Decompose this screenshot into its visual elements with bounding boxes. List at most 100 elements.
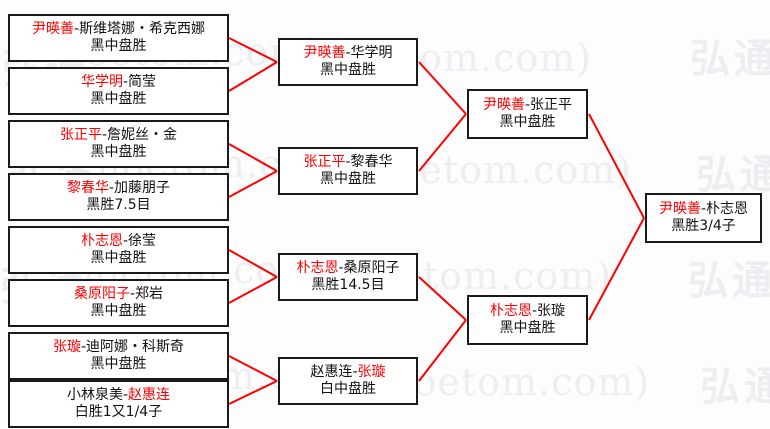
watermark-text: 弘通 [690,35,770,82]
player-separator: - [122,74,129,91]
connector-line [418,319,467,382]
match-result: 黑中盘胜 [90,91,147,107]
player-separator: - [80,339,87,356]
match-box-round-1-1[interactable]: 尹暎善-斯维塔娜・希克西娜黑中盘胜 [8,14,229,62]
match-players: 朴志恩-张璇 [490,303,565,320]
player-left: 张正平 [59,127,102,144]
player-right: 赵惠连 [128,387,171,404]
player-left: 赵惠连 [310,364,353,381]
player-separator: - [122,387,129,404]
player-left: 朴志恩 [296,260,339,277]
player-right: 张璇 [357,364,386,381]
player-separator: - [531,303,538,320]
player-left: 黎春华 [66,180,109,197]
match-players: 张正平-黎春华 [303,154,392,171]
player-right: 简莹 [128,74,157,91]
match-players: 尹暎善-华学明 [303,45,392,62]
match-result: 黑胜14.5目 [311,277,385,293]
match-box-round-1-5[interactable]: 朴志恩-徐莹黑中盘胜 [8,226,229,274]
player-right: 迪阿娜・科斯奇 [86,339,185,356]
player-separator: - [108,180,115,197]
match-box-round-2-3[interactable]: 朴志恩-桑原阳子黑胜14.5目 [278,253,418,301]
connector-line [228,355,278,382]
match-players: 小林泉美-赵惠连 [67,387,170,404]
match-result: 黑中盘胜 [90,250,147,266]
match-players: 朴志恩-徐莹 [81,233,156,250]
connector-line [588,113,645,219]
match-box-final-1[interactable]: 尹暎善-朴志恩黑胜3/4子 [645,193,762,243]
match-result: 黑中盘胜 [90,38,147,54]
match-players: 赵惠连-张璇 [310,364,385,381]
connector-line [418,61,467,115]
connector-line [228,380,278,405]
watermark-text: 弘通 [688,257,770,304]
match-box-round-1-4[interactable]: 黎春华-加藤朋子黑胜7.5目 [8,173,229,221]
player-right: 黎春华 [350,154,393,171]
match-result: 白中盘胜 [320,381,376,397]
player-right: 张正平 [530,97,573,114]
match-result: 黑胜3/4子 [671,218,736,234]
watermark-text: hoetom.com) [388,360,651,404]
player-separator: - [338,260,344,277]
watermark-text: 弘通 [696,151,770,198]
match-players: 华学明-简莹 [81,74,156,91]
match-box-round-2-2[interactable]: 张正平-黎春华黑中盘胜 [278,147,418,195]
connector-line [228,249,278,278]
match-result: 黑胜7.5目 [86,197,151,213]
match-result: 黑中盘胜 [90,356,147,372]
match-players: 尹暎善-朴志恩 [659,201,748,218]
player-right: 朴志恩 [706,201,749,218]
connector-line [228,276,278,304]
player-left: 尹暎善 [482,97,525,114]
match-box-semifinal-1[interactable]: 尹暎善-张正平黑中盘胜 [467,89,588,139]
player-separator: - [524,97,531,114]
player-separator: - [345,154,351,171]
player-left: 尹暎善 [31,21,74,38]
match-players: 朴志恩-桑原阳子 [296,260,399,277]
match-box-round-2-4[interactable]: 赵惠连-张璇白中盘胜 [278,357,418,405]
match-box-round-1-7[interactable]: 张璇-迪阿娜・科斯奇黑中盘胜 [8,332,229,380]
player-right: 桑原阳子 [343,260,400,277]
player-separator: - [73,21,80,38]
player-left: 华学明 [80,74,123,91]
match-box-round-2-1[interactable]: 尹暎善-华学明黑中盘胜 [278,38,418,86]
connector-line [228,170,278,198]
player-left: 尹暎善 [303,45,346,62]
player-right: 郑岩 [135,286,164,303]
match-result: 黑中盘胜 [90,144,147,160]
player-left: 张璇 [52,339,81,356]
player-left: 朴志恩 [489,303,532,320]
player-separator: - [700,201,707,218]
player-right: 加藤朋子 [114,180,171,197]
match-result: 黑中盘胜 [499,320,556,336]
match-players: 尹暎善-斯维塔娜・希克西娜 [32,21,205,38]
player-separator: - [122,233,129,250]
connector-line [228,37,278,63]
connector-line [588,217,645,321]
match-box-round-1-8[interactable]: 小林泉美-赵惠连白胜1又1/4子 [8,380,229,428]
player-right: 张璇 [537,303,566,320]
player-separator: - [101,127,108,144]
watermark-text: 弘通 [700,363,770,410]
player-left: 张正平 [303,154,346,171]
match-result: 黑中盘胜 [90,303,147,319]
match-box-semifinal-2[interactable]: 朴志恩-张璇黑中盘胜 [467,295,588,345]
match-result: 黑中盘胜 [320,62,376,78]
match-box-round-1-3[interactable]: 张正平-詹妮丝・金黑中盘胜 [8,120,229,168]
match-players: 张璇-迪阿娜・科斯奇 [53,339,184,356]
connector-line [418,113,467,172]
match-result: 黑中盘胜 [320,171,376,187]
player-right: 詹妮丝・金 [107,127,178,144]
player-left: 小林泉美 [66,387,123,404]
match-box-round-1-2[interactable]: 华学明-简莹黑中盘胜 [8,67,229,115]
match-players: 桑原阳子-郑岩 [74,286,163,303]
player-right: 斯维塔娜・希克西娜 [79,21,206,38]
connector-line [418,276,467,321]
match-players: 尹暎善-张正平 [483,97,572,114]
player-left: 尹暎善 [658,201,701,218]
player-left: 桑原阳子 [73,286,130,303]
player-separator: - [345,45,351,62]
player-right: 徐莹 [128,233,157,250]
match-box-round-1-6[interactable]: 桑原阳子-郑岩黑中盘胜 [8,279,229,327]
